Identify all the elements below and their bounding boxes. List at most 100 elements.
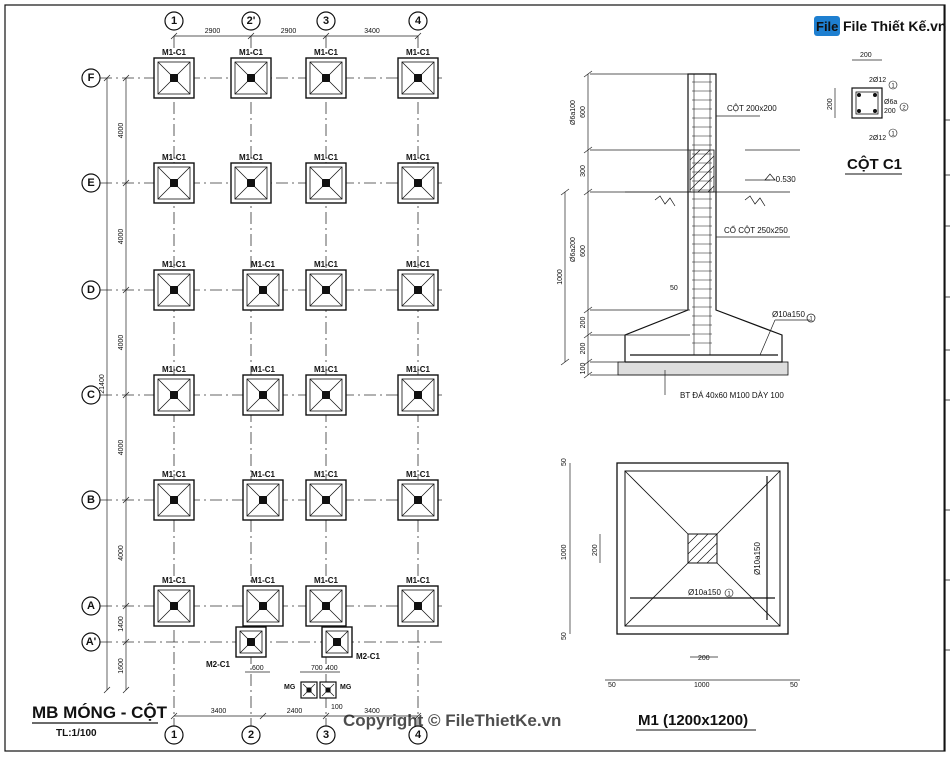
svg-text:M1-C1: M1-C1	[406, 470, 431, 479]
svg-text:100: 100	[331, 704, 343, 711]
svg-text:M1-C1: M1-C1	[314, 153, 339, 162]
section-dim-5: 100	[580, 363, 587, 375]
footing-m1-r1-c1: M1-C1	[230, 153, 272, 204]
plan-scale: TL:1/100	[56, 728, 97, 739]
svg-text:M1-C1: M1-C1	[162, 365, 187, 374]
svg-text:M1-C1: M1-C1	[251, 470, 276, 479]
axis-bubble-bottom-2: 3	[316, 725, 336, 745]
axis-bubble-row-6: A'	[81, 632, 101, 652]
svg-text:B: B	[87, 494, 95, 506]
svg-text:M1-C1: M1-C1	[162, 260, 187, 269]
section-dim-3: 200	[580, 317, 587, 329]
footing-m1-r3-c0: M1-C1	[153, 365, 195, 416]
footing-m1-r4-c2: M1-C1	[305, 470, 347, 521]
svg-text:200: 200	[884, 108, 896, 115]
footing-section: -0.530 CỘT 200x200 CỔ CỘT 250x250 Ø10a15…	[557, 70, 816, 400]
svg-text:1: 1	[171, 15, 177, 27]
dim-bottom-0: 3400	[211, 708, 227, 715]
dim-left-5: 1400	[118, 616, 125, 632]
section-dim-2: 600	[580, 245, 587, 257]
svg-text:50: 50	[608, 682, 616, 689]
svg-text:1000: 1000	[561, 544, 568, 560]
svg-text:50: 50	[561, 458, 568, 466]
svg-text:1: 1	[171, 729, 177, 741]
plan-title: MB MÓNG - CỘT	[32, 703, 168, 722]
svg-text:50: 50	[561, 632, 568, 640]
svg-text:2': 2'	[247, 15, 256, 27]
dim-top-2: 3400	[364, 28, 380, 35]
svg-text:3: 3	[323, 15, 329, 27]
svg-text:M1-C1: M1-C1	[162, 470, 187, 479]
footing-m1-r1-c2: M1-C1	[305, 153, 347, 204]
footing-m1-r3-c1: M1-C1	[242, 365, 284, 416]
neck-label: CỔ CỘT 250x250	[724, 226, 788, 235]
svg-text:1: 1	[727, 592, 731, 598]
dim-left-0: 4000	[118, 123, 125, 139]
level-label: -0.530	[773, 175, 796, 184]
site-logo: File File Thiết Kế.vn	[814, 16, 946, 36]
svg-text:Ø10a150: Ø10a150	[753, 542, 762, 575]
svg-text:File: File	[816, 19, 838, 34]
dim-left-2: 4000	[118, 335, 125, 351]
section-dim-total: 1000	[557, 269, 564, 285]
footing-m1-r4-c3: M1-C1	[397, 470, 439, 521]
column-label: CỘT 200x200	[727, 104, 777, 113]
svg-text:2Ø12: 2Ø12	[869, 135, 886, 142]
dim-50: 50	[670, 285, 678, 292]
dim-left-4: 4000	[118, 545, 125, 561]
footing-m1-r3-c2: M1-C1	[305, 365, 347, 416]
footing-m1-r0-c3: M1-C1	[397, 48, 439, 99]
svg-text:M2-C1: M2-C1	[206, 660, 231, 669]
col-section-title: CỘT C1	[847, 155, 902, 173]
footing-m1-r5-c3: M1-C1	[397, 576, 439, 627]
svg-text:M1-C1: M1-C1	[162, 153, 187, 162]
svg-text:M1-C1: M1-C1	[251, 260, 276, 269]
svg-text:A': A'	[86, 636, 97, 648]
dim-total: 21400	[99, 374, 106, 394]
footing-m1-r4-c0: M1-C1	[153, 470, 195, 521]
footing-plan-title: M1 (1200x1200)	[638, 712, 748, 729]
axis-bubble-top-1: 2'	[241, 11, 261, 31]
section-dim-1: 300	[580, 165, 587, 177]
svg-text:Ø6a: Ø6a	[884, 99, 897, 106]
svg-text:M1-C1: M1-C1	[406, 153, 431, 162]
dim-left-6: 1600	[118, 658, 125, 674]
svg-text:F: F	[88, 72, 95, 84]
svg-text:MG: MG	[284, 684, 296, 691]
svg-text:1: 1	[809, 317, 813, 323]
footing-m1-r1-c0: M1-C1	[153, 153, 195, 204]
dim-bottom-2: 3400	[364, 708, 380, 715]
axis-bubble-top-2: 3	[316, 11, 336, 31]
dim-left-1: 4000	[118, 229, 125, 245]
dim-bottom-1: 2400	[287, 708, 303, 715]
footing-m1-r5-c2: M1-C1	[305, 576, 347, 627]
axis-bubble-row-1: E	[81, 173, 101, 193]
footing-m2-right: M2-C1	[321, 626, 381, 661]
svg-text:M1-C1: M1-C1	[406, 48, 431, 57]
svg-text:200: 200	[592, 544, 599, 556]
svg-text:700: 700	[311, 665, 323, 672]
svg-text:M1-C1: M1-C1	[314, 576, 339, 585]
svg-text:M1-C1: M1-C1	[314, 260, 339, 269]
axis-bubble-bottom-3: 4	[408, 725, 428, 745]
footing-m2-left: M2-C1	[206, 626, 267, 669]
axis-bubble-top-0: 1	[164, 11, 184, 31]
svg-text:50: 50	[790, 682, 798, 689]
axis-bubble-bottom-0: 1	[164, 725, 184, 745]
svg-text:3: 3	[323, 729, 329, 741]
footing-m1-r0-c2: M1-C1	[305, 48, 347, 99]
footing-m1-r2-c3: M1-C1	[397, 260, 439, 311]
svg-text:1: 1	[891, 84, 895, 90]
svg-text:400: 400	[326, 665, 338, 672]
footing-plan: Ø10a150 1 Ø10a150 1000 200 50 50 200 50 …	[561, 458, 800, 731]
dim-top-1: 2900	[281, 28, 297, 35]
footing-m1-r5-c0: M1-C1	[153, 576, 195, 627]
rebar-label: Ø10a150	[772, 310, 805, 319]
svg-text:M1-C1: M1-C1	[162, 576, 187, 585]
svg-text:2: 2	[902, 106, 906, 112]
svg-text:1000: 1000	[694, 682, 710, 689]
axis-bubble-row-5: A	[81, 596, 101, 616]
copyright-watermark: Copyright © FileThietKe.vn	[343, 711, 561, 730]
footing-mg-0	[300, 681, 318, 699]
axis-bubble-bottom-1: 2	[241, 725, 261, 745]
